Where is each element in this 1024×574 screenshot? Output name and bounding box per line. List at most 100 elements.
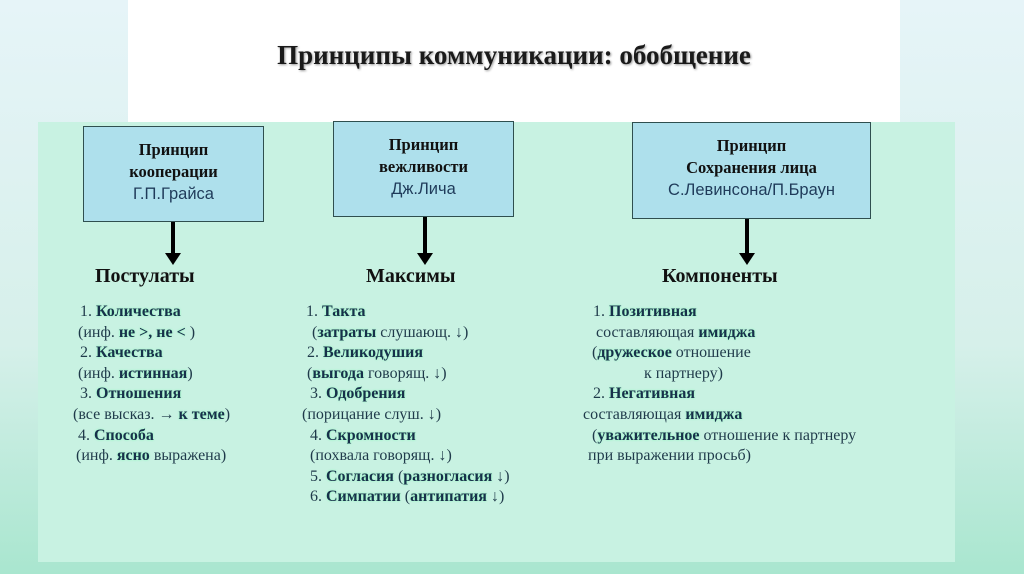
box-author: Г.П.Грайса (133, 185, 214, 203)
bold-term: Такта (322, 303, 366, 320)
bold-term: дружеское (597, 344, 672, 362)
postulate-line: 3. Отношения (80, 385, 181, 403)
component-line: (дружеское отношение (592, 344, 751, 362)
text: отношение к партнеру (699, 426, 857, 444)
postulate-line: (инф. не >, не < ) (78, 324, 195, 342)
arrow-down-icon (739, 219, 755, 265)
bold-term: имиджа (698, 323, 756, 341)
component-line: составляющая имиджа (596, 324, 755, 342)
maxim-line: 3. Одобрения (310, 385, 405, 403)
maxim-line: (похвала говорящ. ↓) (310, 447, 452, 465)
component-line: составляющая имиджа (583, 406, 742, 424)
maxim-line: (выгода говорящ. ↓) (307, 365, 447, 383)
text: ↓) (486, 488, 505, 506)
text: (порицание слуш. ↓) (302, 406, 442, 423)
text: (инф. (78, 323, 119, 341)
box-line: Принцип (716, 136, 787, 155)
text: отношение (671, 344, 751, 362)
text: (похвала говорящ. ↓) (310, 447, 452, 465)
text: составляющая (596, 323, 699, 341)
bold-term: затраты (317, 323, 377, 341)
heading-postulates: Постулаты (95, 265, 195, 287)
maxim-line: 1. Такта (306, 303, 366, 321)
arrow-down-icon (165, 222, 181, 265)
text: (все высказ. → (73, 406, 179, 423)
box-author: Дж.Лича (391, 180, 456, 198)
text: 4. (310, 426, 326, 444)
title-area (128, 0, 900, 124)
text: 2. (593, 385, 609, 403)
bold-term: ясно (116, 447, 150, 465)
text: составляющая (583, 406, 686, 423)
text: ) (185, 323, 196, 341)
bold-term: Великодушия (323, 344, 423, 362)
maxim-line: 5. Согласия (разногласия ↓) (310, 468, 510, 486)
text: ( (312, 323, 318, 341)
text: (инф. (76, 447, 117, 465)
box-line: Сохранения лица (686, 158, 817, 177)
box-line: Принцип (388, 135, 459, 154)
text: 6. (310, 488, 326, 506)
text: 1. (306, 303, 322, 320)
bold-term: не >, не < (118, 323, 186, 341)
bold-term: Симпатии (326, 488, 401, 506)
bold-term: Качества (96, 344, 163, 362)
box-cooperation: Принцип кооперации Г.П.Грайса (83, 126, 264, 222)
postulate-line: 4. Способа (78, 427, 154, 445)
slide-title: Принципы коммуникации: обобщение (277, 40, 751, 70)
bold-term: Согласия (326, 467, 394, 485)
text: ( (400, 488, 411, 506)
text: ( (592, 426, 598, 444)
heading-maxims: Максимы (366, 265, 456, 287)
box-face-saving: Принцип Сохранения лица С.Левинсона/П.Бр… (632, 122, 871, 219)
text: (инф. (78, 364, 119, 382)
text: выражена) (149, 447, 227, 465)
component-line: 1. Позитивная (593, 303, 697, 321)
bold-term: выгода (312, 364, 364, 382)
box-line: Принцип (138, 140, 209, 159)
maxim-line: 4. Скромности (310, 427, 416, 445)
bold-term: Скромности (326, 426, 416, 444)
text: 2. (80, 344, 96, 362)
text: 1. (80, 303, 96, 320)
text: к партнеру) (644, 364, 723, 382)
text: 1. (593, 303, 609, 320)
bold-term: Отношения (96, 385, 182, 403)
postulate-line: 1. Количества (80, 303, 181, 321)
component-line: при выражении просьб) (588, 447, 751, 465)
text: 3. (310, 385, 326, 403)
box-author: С.Левинсона/П.Браун (668, 181, 835, 199)
component-line: к партнеру) (644, 365, 723, 383)
component-line: 2. Негативная (593, 385, 695, 403)
bold-term: Негативная (609, 385, 695, 403)
text: ) (224, 406, 231, 423)
text: 5. (310, 467, 326, 485)
maxim-line: (затраты слушающ. ↓) (312, 324, 468, 342)
box-politeness: Принцип вежливости Дж.Лича (333, 121, 514, 217)
arrow-down-icon (417, 217, 433, 265)
text: ( (592, 344, 598, 362)
text: ( (393, 467, 404, 485)
text: слушающ. ↓) (376, 323, 469, 341)
bold-term: к теме (178, 406, 225, 423)
text: 4. (78, 426, 94, 444)
maxim-line: 6. Симпатии (антипатия ↓) (310, 488, 504, 506)
box-line: кооперации (129, 162, 218, 181)
maxim-line: 2. Великодушия (307, 344, 423, 362)
bold-term: имиджа (685, 406, 743, 423)
component-line: (уважительное отношение к партнеру (592, 427, 856, 445)
postulate-line: (инф. истинная) (78, 365, 193, 383)
postulate-line: (все высказ. → к теме) (73, 406, 230, 424)
bold-term: Одобрения (326, 385, 406, 403)
text: ) (187, 364, 193, 382)
box-line: вежливости (379, 157, 468, 176)
text: ↓) (492, 467, 510, 485)
bold-term: антипатия (410, 488, 487, 506)
text: при выражении просьб) (588, 447, 751, 465)
bold-term: Позитивная (609, 303, 697, 320)
bold-term: уважительное (597, 426, 700, 444)
text: ( (307, 364, 313, 382)
text: 2. (307, 344, 323, 362)
maxim-line: (порицание слуш. ↓) (302, 406, 441, 424)
postulate-line: (инф. ясно выражена) (76, 447, 226, 465)
